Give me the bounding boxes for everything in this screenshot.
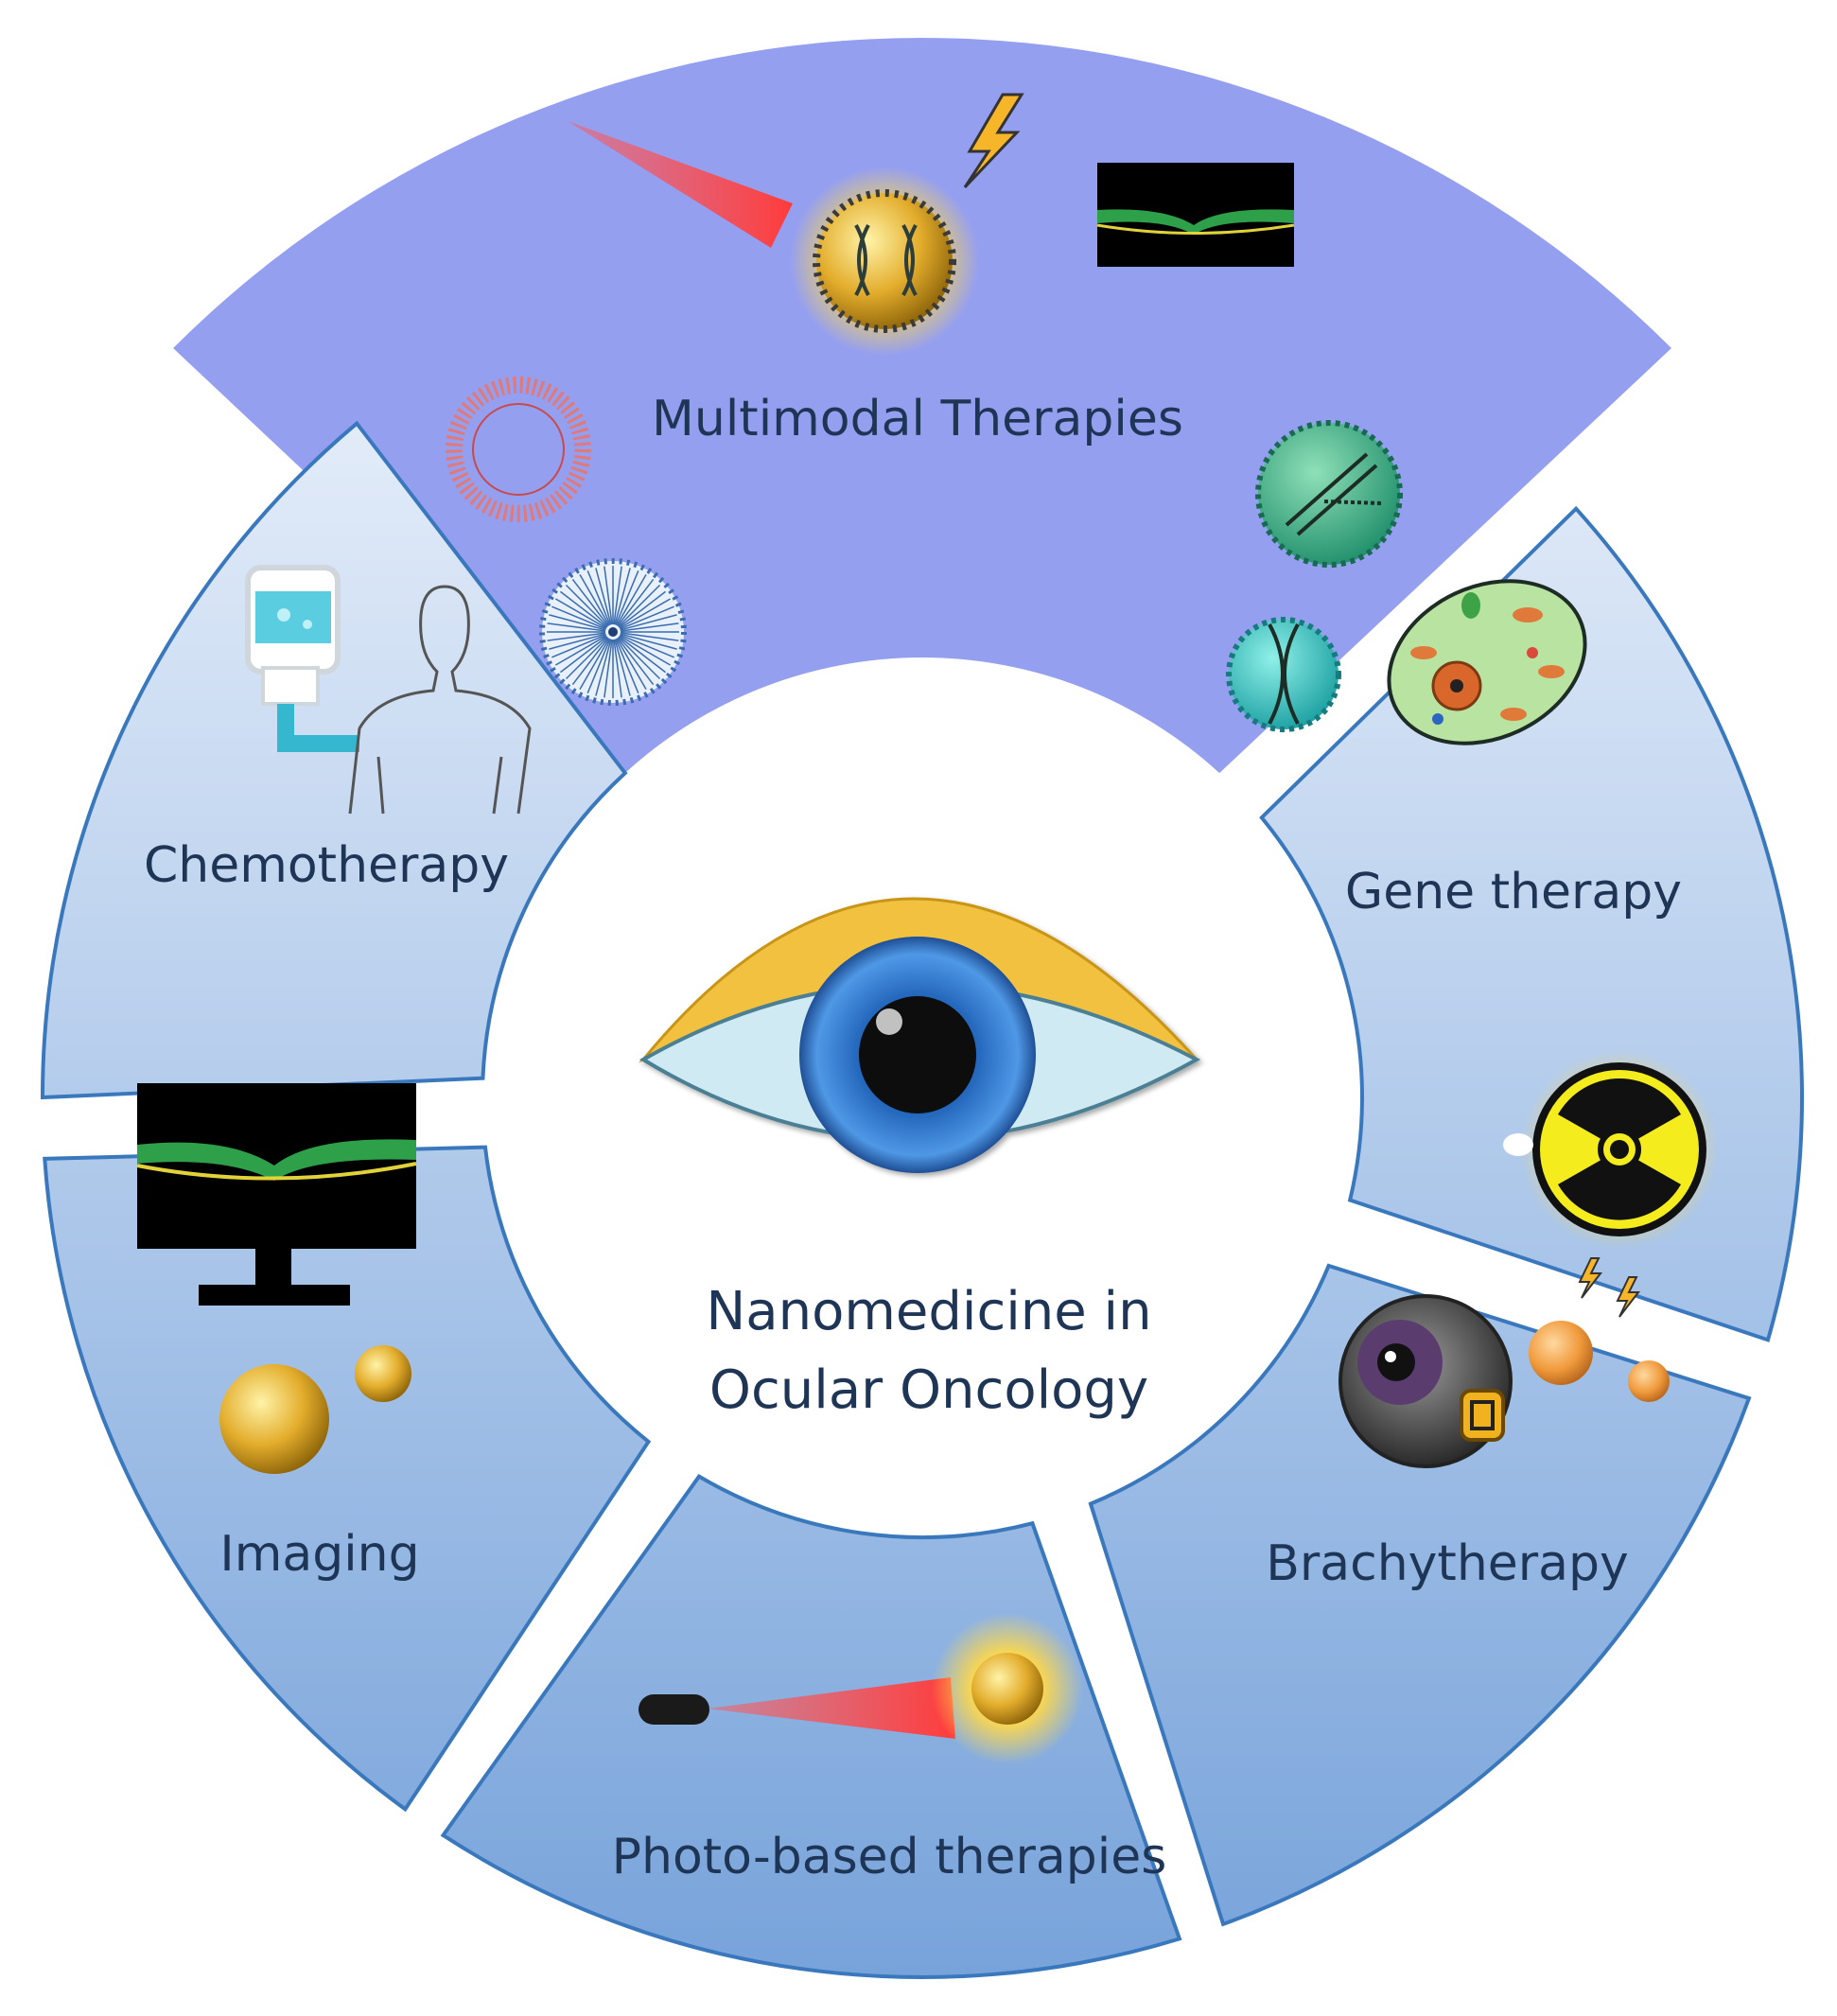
micelle-ray xyxy=(620,614,677,631)
micelle-ray xyxy=(547,632,606,641)
lightning-icon xyxy=(1578,1257,1603,1299)
micelle-ray xyxy=(614,639,631,696)
gene-icons xyxy=(1226,420,1587,745)
label-brachytherapy: Brachytherapy xyxy=(1266,1535,1629,1592)
glowing-particle-icon xyxy=(971,1653,1043,1725)
micelle-ray xyxy=(547,622,606,632)
micelle-ray xyxy=(620,605,674,630)
micelle-ray xyxy=(551,605,606,630)
micelle-ray xyxy=(619,598,671,629)
micelle-ray xyxy=(618,590,666,628)
micelle-ray xyxy=(620,634,674,658)
micelle-ray xyxy=(595,639,612,696)
micelle-ray xyxy=(586,639,611,693)
label-chemotherapy: Chemotherapy xyxy=(144,837,509,894)
lightning-icon xyxy=(963,93,1024,189)
segment-multimodal xyxy=(173,37,1671,774)
cell-icon xyxy=(1387,579,1587,745)
micelle-ray xyxy=(549,614,606,631)
segment-brachy xyxy=(1088,1263,1752,1927)
liposome-icon xyxy=(446,377,591,522)
chemo-icons xyxy=(245,377,687,815)
segment-imaging xyxy=(43,1145,652,1813)
gold-sphere-icon xyxy=(219,1364,329,1474)
label-multimodal: Multimodal Therapies xyxy=(652,391,1183,447)
micelle-ray xyxy=(620,633,677,650)
micelle-ray xyxy=(560,636,608,674)
micelle-ray xyxy=(614,568,631,625)
micelle-ray xyxy=(613,639,622,698)
gold-particle-icon xyxy=(1529,1321,1593,1385)
label-gene-therapy: Gene therapy xyxy=(1345,864,1682,920)
micelle-ray xyxy=(571,637,609,685)
micelle-ray xyxy=(604,639,613,698)
micelle-ray xyxy=(618,637,661,680)
nanoparticle-dna-icon xyxy=(813,189,956,333)
micelle-ray xyxy=(579,638,610,690)
micelle-ray xyxy=(620,632,679,641)
ring-segments xyxy=(40,37,1804,1979)
micelle-ray xyxy=(616,574,647,626)
micelle-ray xyxy=(571,579,609,627)
micelle-ray xyxy=(555,598,607,629)
micelle-ray xyxy=(617,579,655,627)
micelle-ray xyxy=(565,584,608,627)
multimodal-icons xyxy=(568,93,1295,356)
micelle-ray xyxy=(618,636,666,674)
dna-nanoparticle-large-icon xyxy=(1255,420,1403,568)
micelle-ray xyxy=(604,566,613,625)
micelle-ray xyxy=(551,634,606,658)
micelle-ray xyxy=(619,635,671,666)
label-imaging: Imaging xyxy=(219,1526,419,1583)
segment-labels: Multimodal Therapies Gene therapy Brachy… xyxy=(144,391,1682,1885)
micelle-ray xyxy=(555,635,607,666)
micelle-ray xyxy=(616,638,647,690)
micelle-ray xyxy=(618,584,661,627)
human-body-icon xyxy=(348,585,532,815)
micelle-ray xyxy=(579,574,610,626)
micelle-ray xyxy=(615,570,639,625)
label-photo-based: Photo-based therapies xyxy=(612,1829,1167,1885)
micelle-ray xyxy=(620,622,679,632)
center-title-line1: Nanomedicine in xyxy=(706,1281,1151,1342)
laser-beam-icon xyxy=(708,1677,955,1739)
eye-icon xyxy=(639,897,1201,1173)
gold-sphere-icon xyxy=(355,1345,411,1402)
photo-icons xyxy=(639,1613,1083,1764)
micelle-ray xyxy=(595,568,612,625)
center-title-line2: Ocular Oncology xyxy=(709,1359,1148,1421)
micelle-ray xyxy=(560,590,608,628)
gold-particle-icon xyxy=(1628,1360,1670,1402)
micelle-ray xyxy=(565,637,608,680)
lightning-icon xyxy=(1616,1276,1641,1318)
imaging-icons xyxy=(136,1083,417,1474)
micelle-ray xyxy=(615,639,639,693)
micelle-ray xyxy=(549,633,606,650)
brachy-icons xyxy=(1338,1050,1719,1468)
micelle-ray xyxy=(586,570,611,625)
laser-probe-icon xyxy=(639,1694,709,1725)
laser-beam-icon xyxy=(568,121,793,248)
segment-photo xyxy=(440,1474,1182,1979)
segment-chemo xyxy=(40,420,628,1100)
micelle-ray xyxy=(613,566,622,625)
micelle-ray xyxy=(617,637,655,685)
